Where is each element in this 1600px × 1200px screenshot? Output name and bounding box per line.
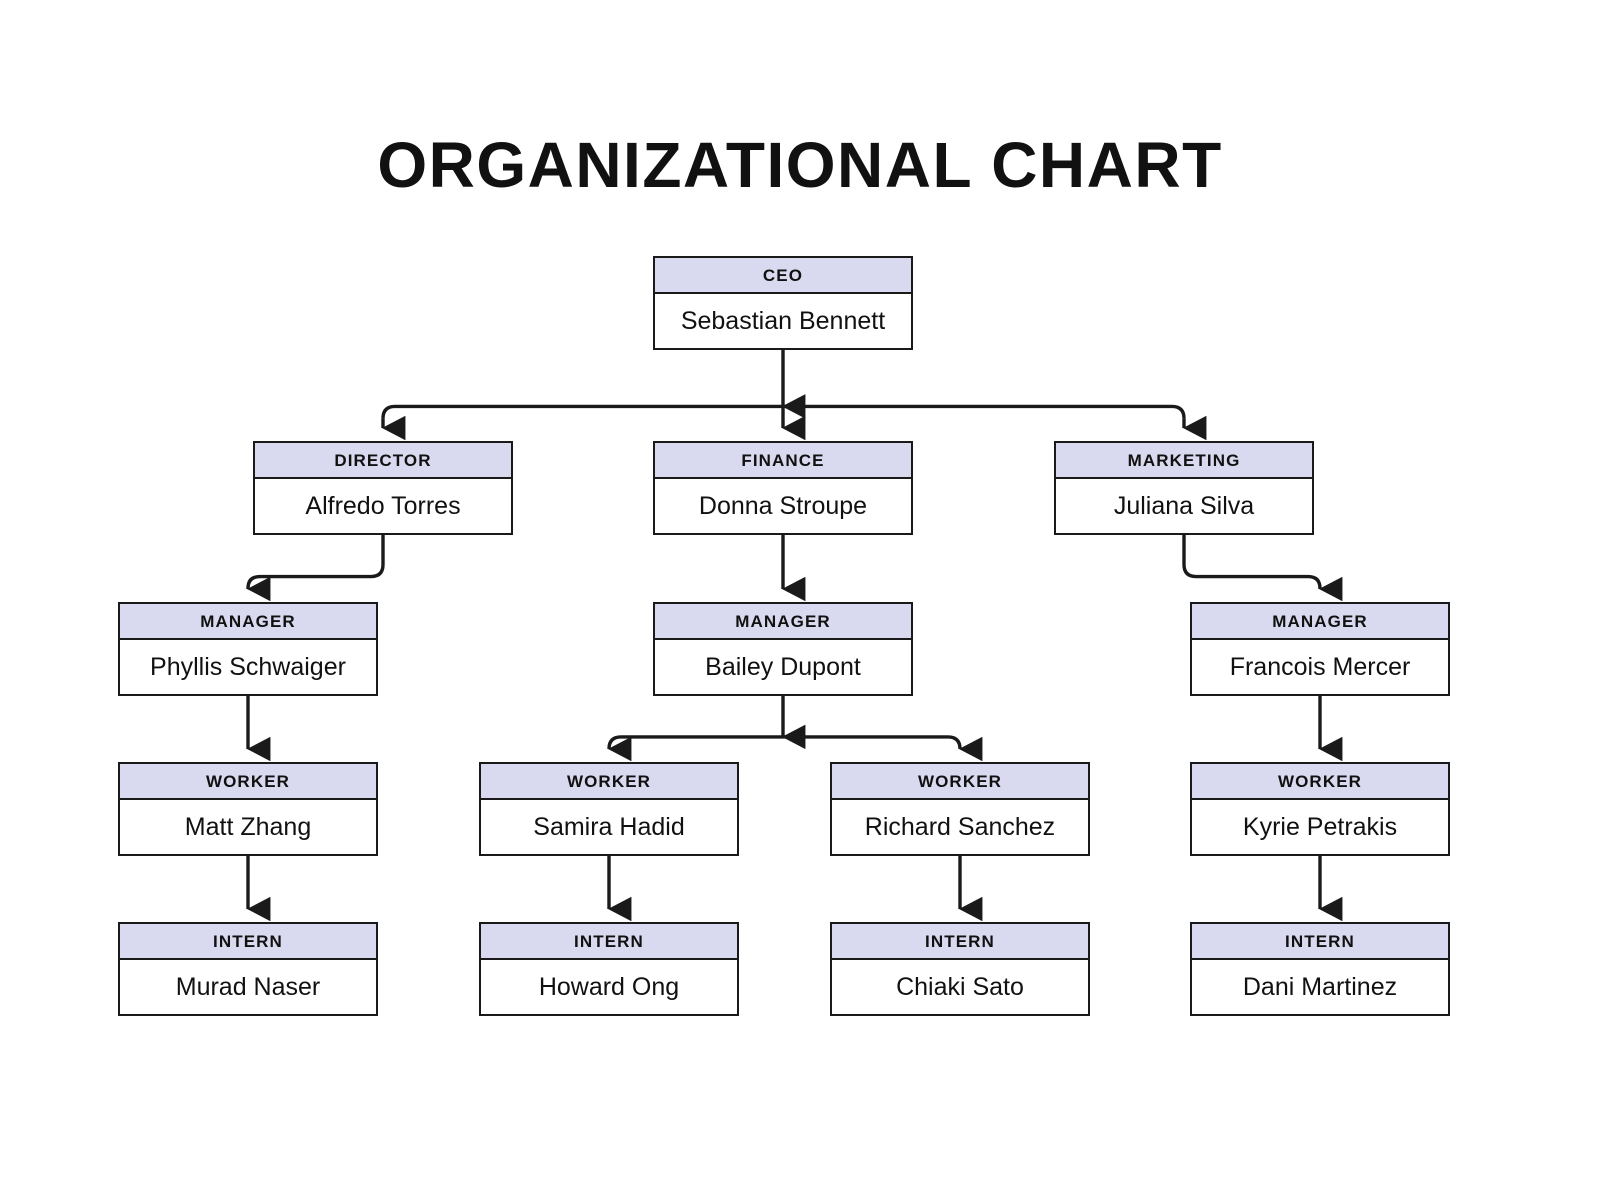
org-node-name: Bailey Dupont — [705, 653, 861, 681]
org-node-role: INTERN — [120, 924, 376, 960]
org-node-mgr2[interactable]: MANAGER Bailey Dupont — [653, 602, 913, 696]
org-node-role: INTERN — [481, 924, 737, 960]
org-node-role: FINANCE — [655, 443, 911, 479]
org-node-role: CEO — [655, 258, 911, 294]
org-node-wkr2[interactable]: WORKER Samira Hadid — [479, 762, 739, 856]
org-node-director[interactable]: DIRECTOR Alfredo Torres — [253, 441, 513, 535]
org-node-name: Murad Naser — [175, 973, 321, 1001]
org-node-name: Dani Martinez — [1242, 973, 1398, 1001]
org-node-name: Phyllis Schwaiger — [150, 653, 346, 681]
org-node-marketing[interactable]: MARKETING Juliana Silva — [1054, 441, 1314, 535]
org-node-wkr1[interactable]: WORKER Matt Zhang — [118, 762, 378, 856]
page-title: ORGANIZATIONAL CHART — [377, 129, 1223, 201]
org-node-mgr3[interactable]: MANAGER Francois Mercer — [1190, 602, 1450, 696]
org-node-role: MANAGER — [120, 604, 376, 640]
org-node-name: Francois Mercer — [1229, 653, 1411, 681]
org-node-mgr1[interactable]: MANAGER Phyllis Schwaiger — [118, 602, 378, 696]
org-node-wkr3[interactable]: WORKER Richard Sanchez — [830, 762, 1090, 856]
org-node-wkr4[interactable]: WORKER Kyrie Petrakis — [1190, 762, 1450, 856]
connector-line — [1182, 535, 1343, 602]
org-node-role: WORKER — [120, 764, 376, 800]
org-node-name: Donna Stroupe — [698, 492, 868, 520]
org-node-role: WORKER — [832, 764, 1088, 800]
org-node-finance[interactable]: FINANCE Donna Stroupe — [653, 441, 913, 535]
org-node-int1[interactable]: INTERN Murad Naser — [118, 922, 378, 1016]
org-node-name: Matt Zhang — [184, 813, 312, 841]
org-node-name: Richard Sanchez — [864, 813, 1056, 841]
org-node-name: Alfredo Torres — [305, 492, 461, 520]
org-node-ceo[interactable]: CEO Sebastian Bennett — [653, 256, 913, 350]
org-node-int2[interactable]: INTERN Howard Ong — [479, 922, 739, 1016]
org-node-role: INTERN — [832, 924, 1088, 960]
connector-bus — [381, 404, 1186, 419]
org-node-role: DIRECTOR — [255, 443, 511, 479]
org-node-role: MANAGER — [655, 604, 911, 640]
org-node-role: WORKER — [481, 764, 737, 800]
org-node-name: Sebastian Bennett — [680, 307, 886, 335]
org-node-name: Kyrie Petrakis — [1242, 813, 1398, 841]
org-node-role: WORKER — [1192, 764, 1448, 800]
org-node-name: Juliana Silva — [1113, 492, 1255, 520]
org-node-name: Samira Hadid — [533, 813, 685, 841]
org-node-role: MANAGER — [1192, 604, 1448, 640]
org-node-name: Howard Ong — [538, 973, 680, 1001]
org-node-role: MARKETING — [1056, 443, 1312, 479]
org-node-int4[interactable]: INTERN Dani Martinez — [1190, 922, 1450, 1016]
connector-bus — [607, 735, 962, 750]
org-node-role: INTERN — [1192, 924, 1448, 960]
org-node-int3[interactable]: INTERN Chiaki Sato — [830, 922, 1090, 1016]
connector-line — [246, 535, 385, 602]
org-node-name: Chiaki Sato — [896, 973, 1024, 1001]
